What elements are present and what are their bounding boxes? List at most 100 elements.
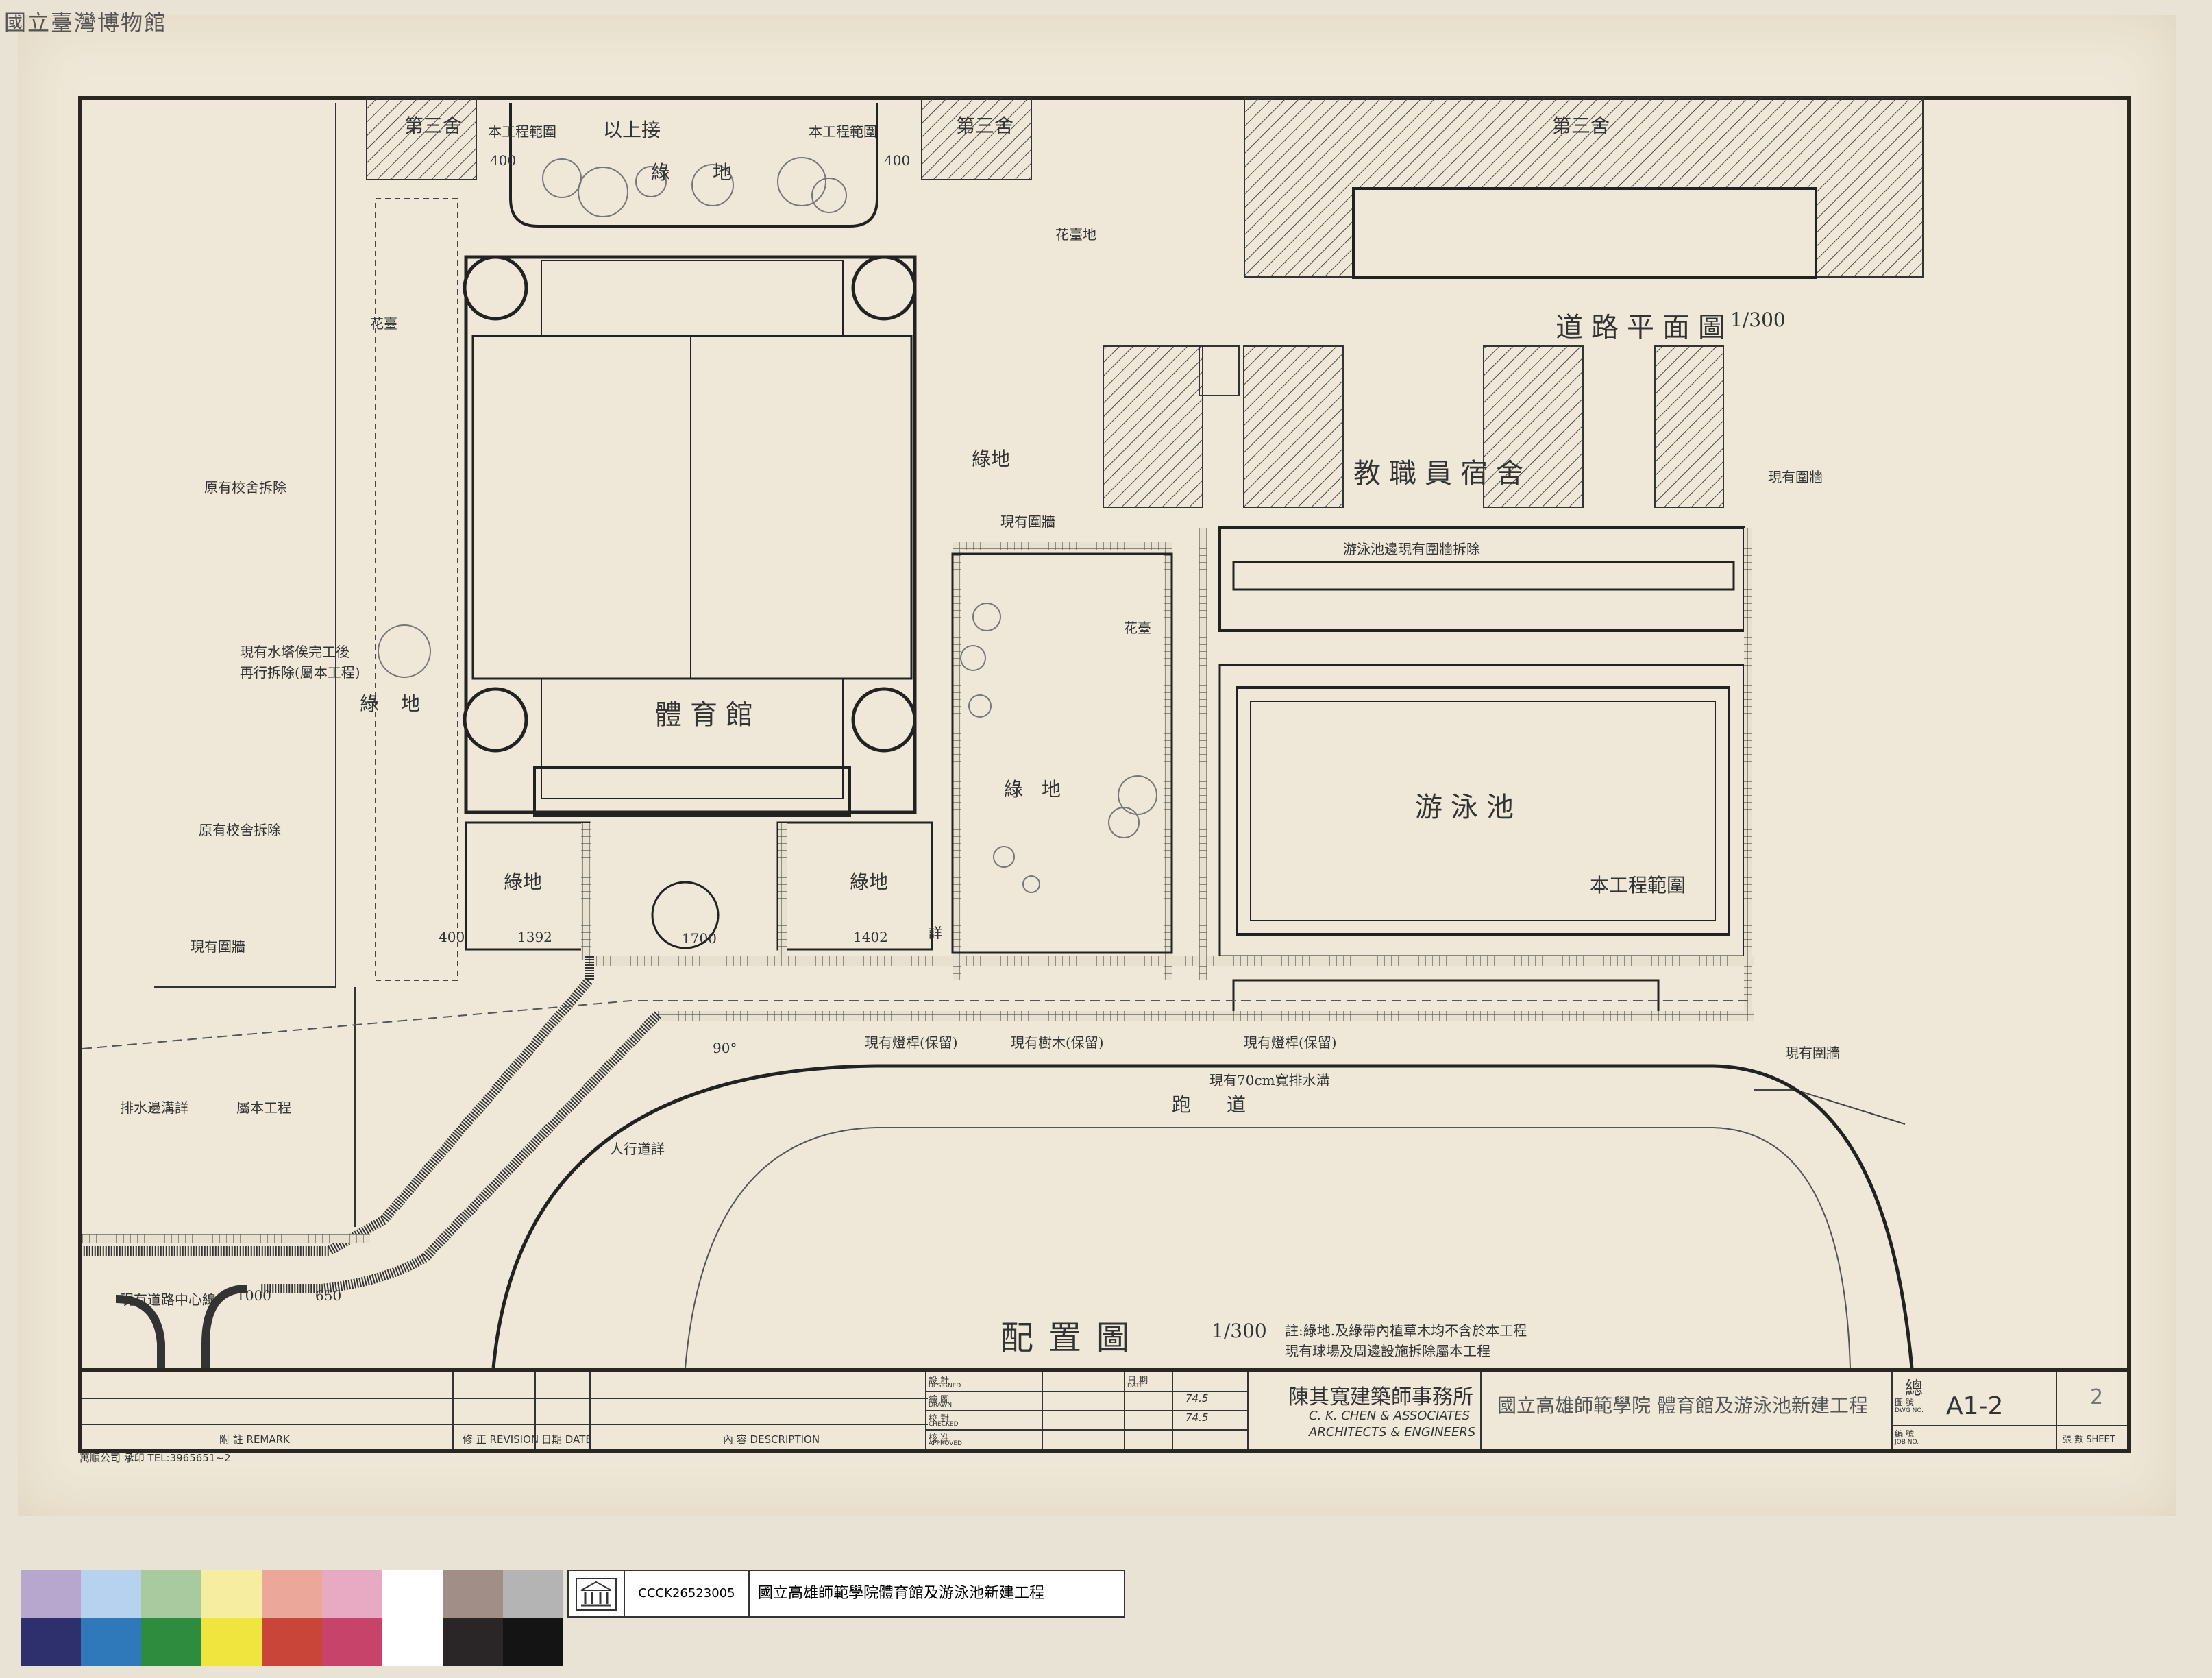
dorm-3-label-b: 第三舍 — [956, 114, 1014, 137]
checked-label: 校 對 — [929, 1414, 950, 1424]
swatch-top-2 — [141, 1570, 201, 1618]
green-small-label-b: 綠地 — [850, 871, 889, 893]
drawing-note-1: 註:綠地.及綠帶內植草木均不含於本工程 — [1285, 1322, 1527, 1339]
existing-light-label-a: 現有燈桿(保留) — [865, 1034, 958, 1051]
swatch-top-4 — [262, 1570, 322, 1618]
swatch-top-1 — [81, 1570, 141, 1618]
gym-label: 體育館 — [654, 699, 761, 731]
dimension-90-deg: 90° — [713, 1040, 737, 1056]
pool-label: 游泳池 — [1415, 792, 1522, 823]
drawing-number: A1-2 — [1946, 1392, 2004, 1420]
dwg-no-en-label: DWG NO. — [1895, 1407, 1924, 1414]
existing-dorms — [366, 97, 1924, 508]
trees — [378, 157, 1157, 893]
description-label: 內 容 DESCRIPTION — [723, 1433, 820, 1446]
drawing-frame — [78, 96, 2131, 1453]
job-no-en-label: JOB NO. — [1895, 1439, 1919, 1446]
approved-label: 核 准 — [929, 1433, 950, 1444]
flower-bench-label: 花臺 — [1124, 620, 1151, 636]
existing-wall-label-d: 現有圍牆 — [1785, 1045, 1840, 1061]
dimension-650: 650 — [315, 1287, 342, 1304]
road-plan-title: 道路平面圖 — [1556, 312, 1734, 343]
swatch-bottom-3 — [201, 1618, 262, 1666]
drawing-note-2: 現有球場及周邊設施拆除屬本工程 — [1285, 1343, 1490, 1359]
museum-building-icon — [576, 1578, 617, 1611]
green-left-label-2: 地 — [401, 692, 421, 715]
existing-wall-label-a: 現有圍牆 — [1768, 469, 1823, 485]
dimension-400-c: 400 — [490, 152, 517, 169]
dorm-3-label-a: 第三舍 — [404, 114, 463, 137]
flower-bed-label-a: 花臺地 — [1055, 226, 1096, 243]
site-plan-scale: 1/300 — [1212, 1320, 1267, 1342]
green-top-label: 綠 — [651, 161, 671, 184]
swatch-top-6 — [382, 1570, 443, 1618]
drawn-en-label: DRAWN — [929, 1402, 953, 1409]
detail-callout: 詳 — [929, 925, 942, 941]
sheet-number: 2 — [2090, 1385, 2104, 1409]
drain-note: 排水邊溝詳 — [120, 1099, 188, 1116]
date-value-1: 74.5 — [1185, 1392, 1209, 1405]
gym-building — [463, 255, 917, 817]
dorm-3-label-c: 第三舍 — [1552, 114, 1610, 137]
date-value-2: 74.5 — [1185, 1411, 1209, 1424]
firm-name-cn: 陳其寬建築師事務所 — [1288, 1385, 1473, 1409]
swatch-bottom-0 — [21, 1618, 81, 1666]
swatch-bottom-1 — [81, 1618, 141, 1666]
green-mid-label-3: 地 — [1042, 778, 1061, 801]
dimension-1402: 1402 — [853, 929, 888, 945]
pool-wall-note: 游泳池邊現有圍牆拆除 — [1343, 541, 1480, 557]
site-plan-title: 配置圖 — [1000, 1319, 1145, 1357]
swatch-top-8 — [503, 1570, 563, 1618]
designed-label: 設 計 — [929, 1376, 950, 1386]
scope-label-b: 本工程範圍 — [809, 123, 877, 140]
swatch-top-0 — [21, 1570, 81, 1618]
dimension-1392: 1392 — [517, 929, 552, 945]
demolish-label-b: 原有校舍拆除 — [199, 822, 281, 838]
firm-name-en-2: ARCHITECTS & ENGINEERS — [1309, 1425, 1476, 1439]
drain-note-2: 屬本工程 — [236, 1099, 291, 1116]
existing-drain-label: 現有70cm寬排水溝 — [1209, 1072, 1330, 1089]
scope-pool-label: 本工程範圍 — [1590, 874, 1686, 897]
demolish-label-a: 原有校舍拆除 — [204, 479, 286, 496]
water-tower-note: 現有水塔俟完工後 — [240, 644, 349, 660]
swatch-bottom-4 — [262, 1618, 322, 1666]
dimension-1000: 1000 — [236, 1287, 271, 1304]
existing-wall-label-c: 現有圍牆 — [191, 938, 245, 955]
approved-en-label: APPROVED — [929, 1440, 962, 1447]
drawn-label: 繪 圖 — [929, 1395, 950, 1405]
sidewalk-label: 人行道詳 — [610, 1141, 665, 1157]
scope-label-a: 本工程範圍 — [488, 123, 556, 140]
road-plan-scale: 1/300 — [1730, 308, 1786, 331]
existing-wall-label-b: 現有圍牆 — [1000, 513, 1055, 530]
title-block: 附 註 REMARK 修 正 REVISION 日期 DATE 內 容 DESC… — [82, 1368, 2127, 1449]
remark-label: 附 註 REMARK — [219, 1433, 290, 1446]
water-tower-note-2: 再行拆除(屬本工程) — [240, 664, 360, 681]
swatch-top-3 — [201, 1570, 262, 1618]
job-no-label: 編 號 — [1895, 1429, 1914, 1439]
museum-watermark: 國立臺灣博物館 — [4, 10, 168, 36]
date-label: 日 期 — [1127, 1376, 1148, 1386]
existing-tree-label: 現有樹木(保留) — [1011, 1034, 1104, 1051]
dimension-1700: 1700 — [682, 930, 717, 947]
swatch-bottom-7 — [443, 1618, 503, 1666]
track-label: 跑 — [1172, 1093, 1192, 1116]
green-top-label-2: 地 — [713, 161, 733, 184]
date-en-label: DATE — [1127, 1383, 1144, 1389]
sheet-label: 張 數 SHEET — [2063, 1435, 2115, 1445]
swimming-pool — [1199, 526, 1752, 1021]
printer-credit: 萬順公司 承印 TEL:3965651~2 — [79, 1452, 231, 1464]
dimension-400-b: 400 — [884, 152, 911, 169]
green-mid-label-2: 綠 — [1004, 778, 1024, 801]
dwg-no-label: 圖 號 — [1895, 1398, 1914, 1407]
checked-en-label: CHECKED — [929, 1421, 959, 1428]
swatch-bottom-6 — [382, 1618, 443, 1666]
sheet-type: 總 — [1905, 1378, 1924, 1399]
flower-bed-label-b: 花臺 — [370, 315, 397, 332]
existing-light-label-b: 現有燈桿(保留) — [1244, 1034, 1337, 1051]
green-mid-label: 綠地 — [972, 448, 1011, 470]
archive-label: CCCK26523005 國立高雄師範學院體育館及游泳池新建工程 — [567, 1570, 1125, 1618]
designed-en-label: DESIGNED — [929, 1383, 961, 1389]
dimension-400-a: 400 — [439, 929, 465, 945]
swatch-top-7 — [443, 1570, 503, 1618]
